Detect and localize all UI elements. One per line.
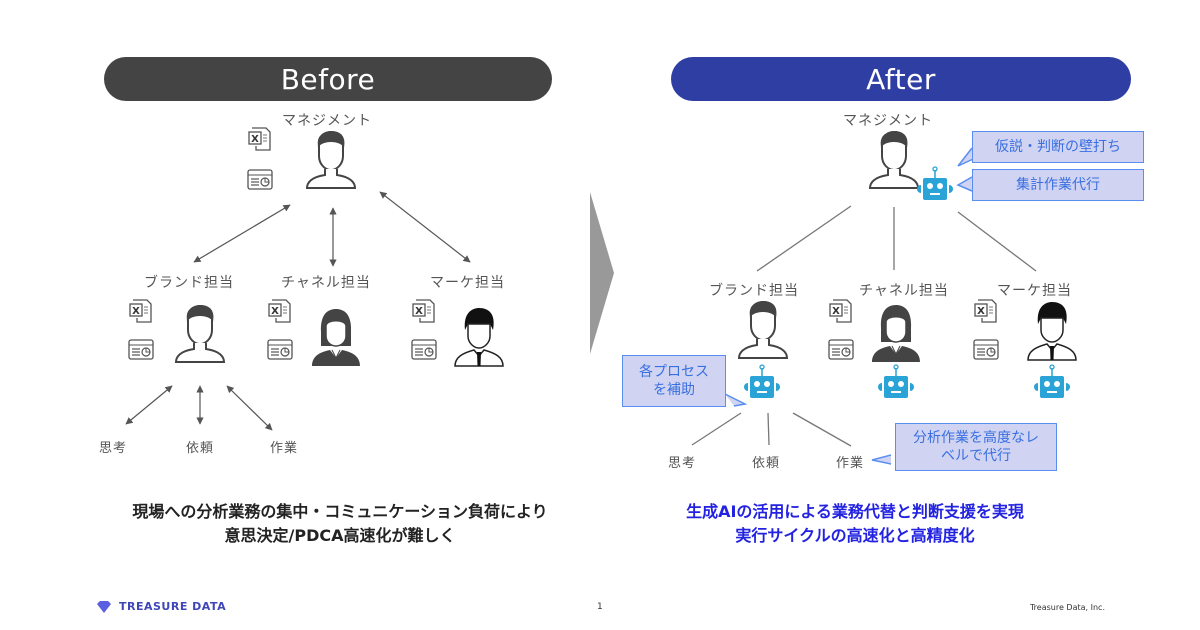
excel-icon <box>829 299 852 323</box>
before-role-channel: チャネル担当 <box>281 275 371 291</box>
excel-icon <box>248 127 271 151</box>
robot-icon <box>1033 364 1071 399</box>
report-icon <box>128 339 154 360</box>
report-icon <box>267 339 293 360</box>
report-icon <box>411 339 437 360</box>
robot-icon <box>877 364 915 399</box>
after-task-work: 作業 <box>836 456 865 471</box>
before-role-brand: ブランド担当 <box>144 275 234 291</box>
tail-aggregation <box>956 176 973 192</box>
after-title-pill: After <box>671 57 1131 101</box>
before-task-think: 思考 <box>99 441 128 456</box>
arrow-brand-think <box>125 385 173 425</box>
tail-process <box>724 393 748 407</box>
robot-icon <box>916 166 954 201</box>
transition-arrow-icon <box>590 192 614 354</box>
callout-process-line2: を補助 <box>653 382 695 398</box>
after-task-think: 思考 <box>668 456 697 471</box>
brand-person-icon <box>175 304 225 363</box>
excel-icon <box>974 299 997 323</box>
after-role-brand: ブランド担当 <box>709 283 799 299</box>
report-icon <box>247 169 273 190</box>
callout-aggregation: 集計作業代行 <box>972 169 1144 201</box>
callout-analysis-line1: 分析作業を高度なレ <box>913 430 1039 446</box>
tail-analysis <box>871 454 892 465</box>
arrow-brand-work <box>226 385 273 431</box>
callout-analysis-line2: ベルで代行 <box>941 448 1011 464</box>
diamond-logo-icon <box>97 600 111 613</box>
before-role-marketing: マーケ担当 <box>430 275 505 291</box>
after-role-channel: チャネル担当 <box>859 283 949 299</box>
arrow-mgmt-brand <box>193 204 291 263</box>
excel-icon <box>268 299 291 323</box>
after-management-figure <box>869 130 954 201</box>
channel-person-icon <box>311 308 361 367</box>
after-management-label: マネジメント <box>843 113 933 129</box>
excel-icon <box>129 299 152 323</box>
before-connectors <box>125 191 471 431</box>
brand-person-icon <box>738 300 788 359</box>
callout-hypothesis: 仮説・判断の壁打ち <box>972 131 1144 163</box>
before-caption-line1: 現場への分析業務の集中・コミュニケーション負荷により <box>132 502 548 521</box>
before-management-figure <box>247 127 356 190</box>
before-task-work: 作業 <box>270 441 299 456</box>
manager-person-icon <box>306 130 356 189</box>
after-role-figures <box>738 299 1077 399</box>
before-caption-line2: 意思決定/PDCA高速化が難しく <box>224 526 456 545</box>
page-number: 1 <box>597 602 603 612</box>
before-caption: 現場への分析業務の集中・コミュニケーション負荷により 意思決定/PDCA高速化が… <box>90 500 590 548</box>
after-connectors <box>691 205 1037 447</box>
arrow-mgmt-marketing <box>379 191 471 263</box>
before-role-figures <box>128 299 504 367</box>
excel-icon <box>412 299 435 323</box>
footer-logo: TREASURE DATA <box>96 600 226 613</box>
after-task-request: 依頼 <box>752 456 781 471</box>
marketing-person-icon <box>1027 301 1077 361</box>
callout-analysis: 分析作業を高度なレ ベルで代行 <box>895 423 1057 471</box>
after-caption-line1: 生成AIの活用による業務代替と判断支援を実現 <box>686 502 1024 521</box>
line-mgmt-marketing <box>957 211 1037 272</box>
after-caption-line2: 実行サイクルの高速化と高精度化 <box>735 526 975 545</box>
before-title-pill: Before <box>104 57 552 101</box>
channel-person-icon <box>871 304 921 363</box>
after-caption: 生成AIの活用による業務代替と判断支援を実現 実行サイクルの高速化と高精度化 <box>640 500 1070 548</box>
before-task-request: 依頼 <box>186 441 215 456</box>
line-brand-think <box>691 412 742 446</box>
after-role-marketing: マーケ担当 <box>997 283 1072 299</box>
robot-icon <box>743 364 781 399</box>
callout-process: 各プロセス を補助 <box>622 355 726 407</box>
report-icon <box>973 339 999 360</box>
line-brand-request <box>767 412 770 446</box>
line-mgmt-brand <box>756 205 852 272</box>
marketing-person-icon <box>454 307 504 367</box>
footer-company: Treasure Data, Inc. <box>1029 603 1105 612</box>
manager-person-icon <box>869 130 919 189</box>
before-management-label: マネジメント <box>282 113 372 129</box>
line-brand-work <box>792 412 852 447</box>
footer-logo-text: TREASURE DATA <box>119 600 227 613</box>
report-icon <box>828 339 854 360</box>
callout-process-line1: 各プロセス <box>639 364 709 380</box>
